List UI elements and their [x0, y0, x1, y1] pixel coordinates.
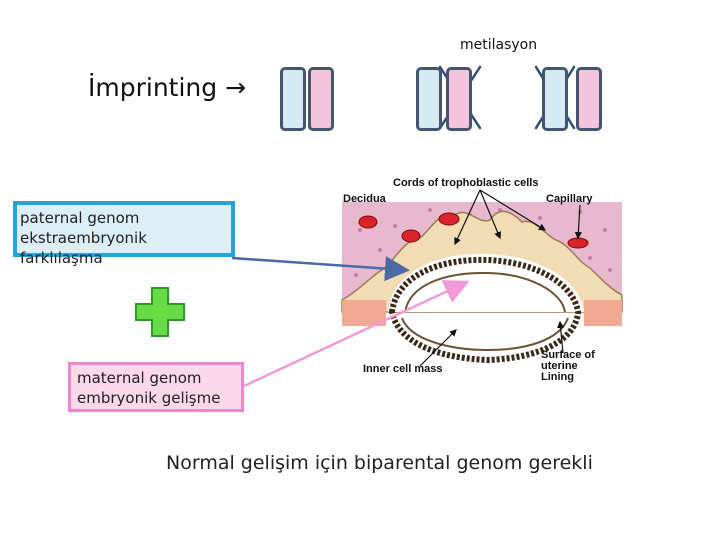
plus-icon — [134, 286, 186, 342]
figure-label-capillary: Capillary — [546, 193, 593, 205]
capillary-cells — [358, 212, 589, 249]
maternal-arrow — [243, 280, 470, 388]
paternal-box-line2: ekstraembryonik farklılaşma — [20, 229, 147, 267]
methylation-label: metilasyon — [460, 37, 538, 53]
paternal-genome-box: paternal genom ekstraembryonik farklılaş… — [13, 201, 235, 267]
maternal-chromosome — [576, 67, 602, 131]
uterine-lining — [342, 300, 386, 326]
paternal-chromosome — [416, 67, 442, 131]
maternal-box-line1: maternal genom — [77, 369, 202, 387]
maternal-box-line2: embryonik gelişme — [77, 389, 221, 407]
figure-label-decidua: Decidua — [343, 193, 387, 205]
implantation-figure: Cords of trophoblastic cells Decidua Cap… — [341, 177, 623, 383]
imprinting-label: İmprinting → — [88, 73, 247, 102]
figure-label-inner-cell-mass: Inner cell mass — [363, 363, 443, 375]
embryo-sac — [388, 256, 582, 364]
paternal-box-line1: paternal genom — [20, 209, 140, 227]
figure-label-surface-1: Surface of — [541, 349, 595, 361]
paternal-chromosome — [280, 67, 306, 131]
figure-label-surface-3: Lining — [541, 371, 574, 383]
conclusion-text: Normal gelişim için biparental genom ger… — [166, 452, 593, 474]
paternal-arrow — [231, 256, 410, 282]
maternal-genome-box: maternal genom embryonik gelişme — [68, 362, 244, 412]
maternal-chromosome — [308, 67, 334, 131]
maternal-chromosome-methylated — [446, 67, 472, 131]
figure-label-surface-2: uterine — [541, 360, 578, 372]
paternal-chromosome-methylated — [542, 67, 568, 131]
figure-title: Cords of trophoblastic cells — [393, 177, 538, 189]
